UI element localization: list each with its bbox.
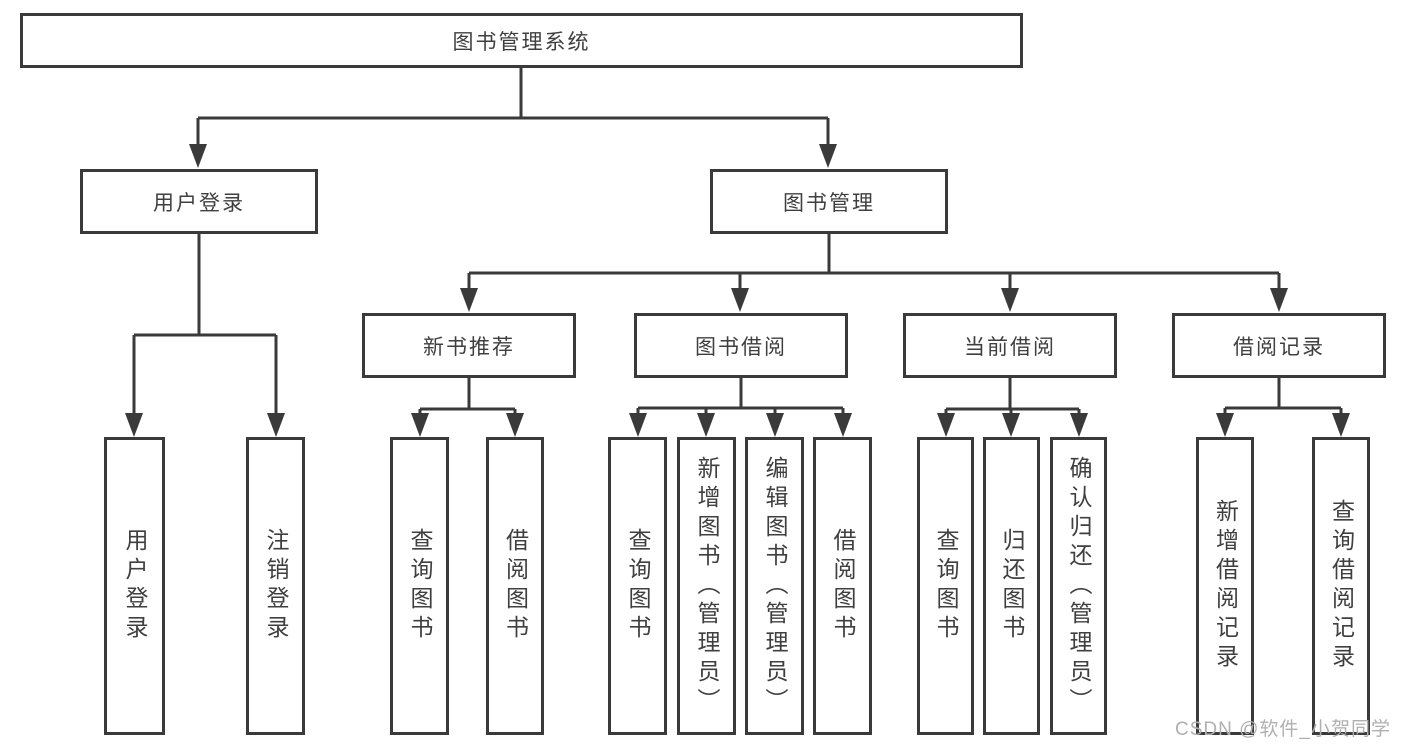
node-borrow-books-recommend-label: 借阅图书 [502, 528, 529, 644]
node-logout: 注销登录 [246, 437, 305, 735]
arrowhead [766, 413, 784, 437]
arrowhead [1001, 288, 1019, 312]
connector-path [467, 234, 1281, 289]
node-logout-label: 注销登录 [263, 528, 289, 644]
node-new-book-recommend-label: 新书推荐 [423, 335, 515, 359]
arrowhead [819, 144, 837, 168]
arrowhead [937, 413, 955, 437]
connector-path [132, 234, 278, 414]
node-borrowing-records-label: 借阅记录 [1233, 335, 1325, 359]
node-borrowing-records: 借阅记录 [1172, 313, 1386, 378]
arrowhead [1332, 413, 1350, 437]
node-borrow-books-recommend: 借阅图书 [486, 437, 544, 735]
node-return-books: 归还图书 [983, 437, 1040, 735]
node-query-books-recommend: 查询图书 [390, 437, 449, 735]
connector-path [196, 68, 830, 146]
node-edit-book-admin: 编辑图书（管理员） [745, 437, 804, 735]
node-confirm-return-admin: 确认归还（管理员） [1050, 437, 1107, 735]
arrowhead [125, 413, 143, 437]
node-query-borrow-record-label: 查询借阅记录 [1328, 499, 1355, 673]
arrowhead [834, 413, 852, 437]
arrowhead [697, 413, 715, 437]
node-query-books-recommend-label: 查询图书 [407, 528, 433, 644]
arrowhead [1270, 288, 1288, 312]
arrowhead [1216, 413, 1234, 437]
arrowhead [731, 288, 749, 312]
arrowhead [411, 413, 429, 437]
node-borrow-books-leaf-label: 借阅图书 [830, 528, 856, 644]
node-query-borrow-record: 查询借阅记录 [1312, 437, 1370, 735]
node-book-management-label: 图书管理 [783, 191, 875, 215]
connector-path [418, 378, 517, 414]
node-return-books-label: 归还图书 [999, 528, 1025, 644]
arrowhead [1002, 413, 1020, 437]
node-current-borrowing-label: 当前借阅 [964, 335, 1056, 359]
node-user-login: 用户登录 [80, 169, 318, 234]
node-query-books-borrowing-label: 查询图书 [625, 528, 651, 644]
node-query-books-current-label: 查询图书 [933, 528, 959, 644]
node-add-book-admin-label: 新增图书（管理员） [694, 455, 720, 717]
arrowhead [189, 144, 207, 168]
node-book-borrowing: 图书借阅 [634, 313, 848, 378]
node-add-borrow-record-label: 新增借阅记录 [1212, 499, 1239, 673]
node-book-borrowing-label: 图书借阅 [695, 335, 787, 359]
node-add-book-admin: 新增图书（管理员） [677, 437, 736, 735]
node-current-borrowing: 当前借阅 [903, 313, 1117, 378]
watermark: CSDN @软件_小贺同学 [1175, 719, 1391, 740]
node-user-login-label: 用户登录 [153, 191, 245, 215]
node-user-login-leaf: 用户登录 [104, 437, 165, 735]
node-query-books-borrowing: 查询图书 [608, 437, 667, 735]
node-root-label: 图书管理系统 [452, 30, 591, 54]
node-add-borrow-record: 新增借阅记录 [1196, 437, 1254, 735]
connector-path [636, 378, 845, 414]
node-edit-book-admin-label: 编辑图书（管理员） [762, 455, 788, 717]
arrowhead [267, 413, 285, 437]
arrowhead [506, 413, 524, 437]
node-user-login-leaf-label: 用户登录 [122, 528, 148, 644]
connector-path [944, 378, 1081, 414]
node-query-books-current: 查询图书 [917, 437, 974, 735]
arrowhead [460, 288, 478, 312]
node-book-management: 图书管理 [710, 169, 948, 234]
node-new-book-recommend: 新书推荐 [362, 313, 576, 378]
arrowhead [1070, 413, 1088, 437]
arrowhead [629, 413, 647, 437]
node-root: 图书管理系统 [20, 13, 1023, 68]
node-borrow-books-leaf: 借阅图书 [813, 437, 872, 735]
node-confirm-return-admin-label: 确认归还（管理员） [1066, 455, 1092, 717]
connector-path [1223, 378, 1343, 414]
